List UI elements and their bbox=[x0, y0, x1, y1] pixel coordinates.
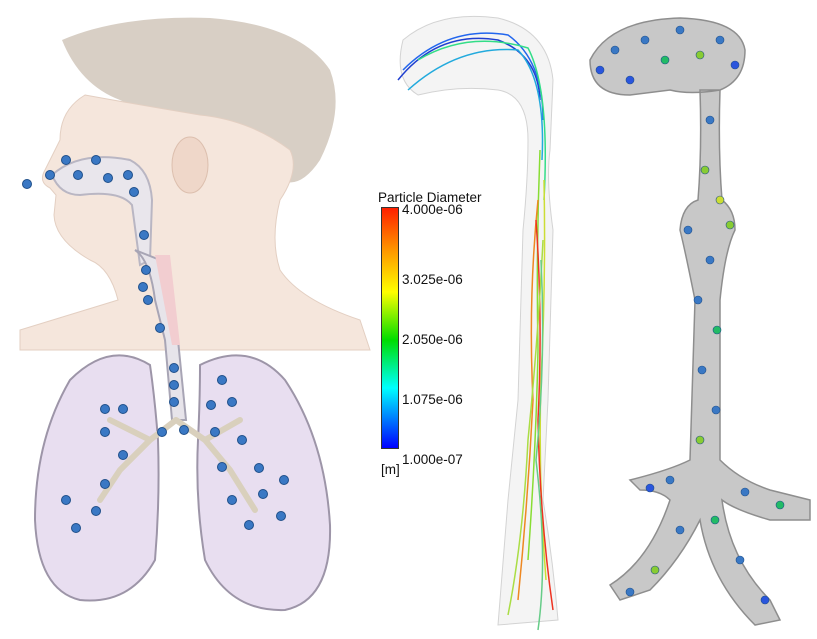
colorbar-tick-2: 3.025e-06 bbox=[402, 272, 463, 287]
colorbar-tick-min: 1.000e-07 bbox=[402, 452, 463, 467]
colorbar-gradient bbox=[381, 207, 399, 449]
colorbar-tick-3: 2.050e-06 bbox=[402, 332, 463, 347]
right-lung bbox=[197, 355, 330, 610]
colorbar-tick-max: 4.000e-06 bbox=[402, 202, 463, 217]
particle-diameter-colorbar: Particle Diameter 4.000e-06 3.025e-06 2.… bbox=[378, 190, 518, 490]
colorbar-unit: [m] bbox=[381, 462, 400, 477]
airway-surface bbox=[590, 18, 810, 625]
colorbar-tick-4: 1.075e-06 bbox=[402, 392, 463, 407]
respiratory-anatomy-illustration bbox=[0, 0, 380, 639]
left-lung bbox=[35, 355, 159, 600]
ear bbox=[172, 137, 208, 193]
deposited-particles-airway-view bbox=[570, 0, 817, 639]
